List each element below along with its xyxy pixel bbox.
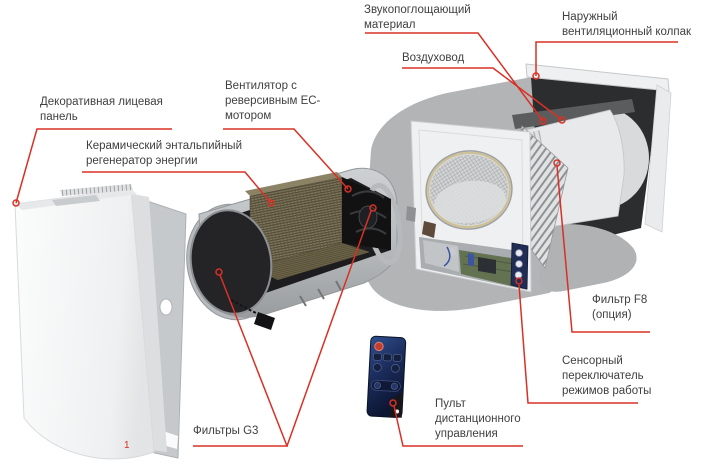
leader-filter-f8 [553, 159, 650, 333]
leader-ceramic-regenerator [82, 171, 275, 207]
label-line: панель [40, 111, 78, 123]
cable-connector [254, 312, 275, 330]
indoor-unit-frame [406, 120, 532, 293]
insulation-front-lobe [539, 224, 637, 292]
panel-mount-hole [159, 298, 173, 316]
component-dark [478, 257, 496, 274]
label-line: переключатель [562, 370, 644, 382]
leader-air-duct [402, 67, 566, 124]
label-air-duct: Воздуховод [402, 51, 464, 66]
frame-hinge-brown [422, 221, 436, 238]
label-line: Пульт [435, 398, 466, 410]
label-line: Звукопоглощающий [364, 4, 471, 16]
label-line: Керамический энтальпийный [86, 140, 242, 152]
regenerator-seat [250, 243, 370, 280]
label-line: мотором [225, 110, 272, 122]
power-cable [230, 299, 275, 330]
remote-round-button [372, 362, 382, 372]
red-corner-mark: 1 [124, 440, 130, 451]
leader-touch-switch [515, 277, 638, 404]
remote-button [372, 352, 382, 361]
metal-bracket [423, 240, 459, 272]
grille-gold-seal [427, 151, 511, 229]
label-line: управления [435, 428, 498, 440]
label-line: (опция) [592, 309, 632, 321]
hood-side-panel [644, 84, 672, 233]
remote-pill-button [390, 382, 398, 390]
leader-outdoor-hood [532, 41, 678, 80]
wire-blue [443, 246, 451, 267]
label-line: Наружный [562, 11, 618, 23]
cable-wire [230, 299, 261, 316]
label-filter-f8: Фильтр F8 (опция) [592, 293, 647, 323]
panel-top-slot [52, 195, 100, 206]
leader-filters-g3 [193, 204, 377, 447]
label-line: Декоративная лицевая [40, 96, 163, 108]
regenerator-cartridge [186, 167, 403, 330]
hood-top-plate [525, 63, 670, 92]
label-decorative-panel: Декоративная лицевая панель [40, 95, 163, 125]
panel-vent-comb [60, 184, 133, 196]
label-line: реверсивным EC- [225, 95, 321, 107]
label-line: дистанционного [435, 413, 521, 425]
panel-front-face [14, 188, 155, 460]
shell-vent-slots [299, 280, 342, 307]
remote-button [392, 353, 402, 362]
remote-round-button [390, 363, 400, 373]
remote-control-device [366, 335, 407, 418]
label-ceramic-regenerator: Керамический энтальпийный регенератор эн… [86, 139, 242, 169]
capacitor-blue [468, 253, 474, 266]
label-line: материал [364, 19, 416, 31]
g3-filter-disc [189, 209, 273, 315]
leader-sound-absorbing [365, 32, 547, 125]
label-filters-g3: Фильтры G3 [193, 424, 258, 439]
switch-button [515, 260, 523, 268]
label-line: Сенсорный [562, 355, 623, 367]
label-fan-ec-motor: Вентилятор с реверсивным EC- мотором [225, 79, 320, 124]
remote-power-button [374, 341, 384, 352]
label-line: вентиляционный колпак [562, 26, 692, 38]
duct-top-band [512, 99, 635, 129]
leader-fan-ec-motor [223, 128, 352, 193]
label-line: регенератор энергии [86, 155, 198, 167]
label-line: Фильтры G3 [193, 425, 259, 437]
leader-remote-control [389, 399, 523, 447]
fan-hub [358, 205, 378, 229]
label-remote-control: Пульт дистанционного управления [435, 397, 521, 442]
touch-switch-strip [510, 242, 529, 290]
label-line: Фильтр F8 [592, 294, 648, 306]
label-line: режимов работы [562, 385, 652, 397]
grille-lower-shade [434, 180, 506, 224]
leader-decorative-panel [12, 128, 172, 207]
label-line: Вентилятор с [225, 80, 297, 92]
decorative-front-panel: 1 [14, 184, 187, 460]
switch-button [515, 249, 523, 257]
label-sound-absorbing: Звукопоглощающий материал [364, 3, 471, 33]
remote-button [382, 353, 392, 362]
leader-lines [12, 32, 678, 447]
label-touch-switch: Сенсорный переключатель режимов работы [562, 354, 651, 399]
frame-latch [406, 206, 416, 222]
label-line: Воздуховод [402, 52, 465, 64]
label-outdoor-hood: Наружный вентиляционный колпак [562, 10, 691, 40]
regenerator-top-edge [245, 172, 342, 196]
remote-pill-button [373, 381, 382, 390]
